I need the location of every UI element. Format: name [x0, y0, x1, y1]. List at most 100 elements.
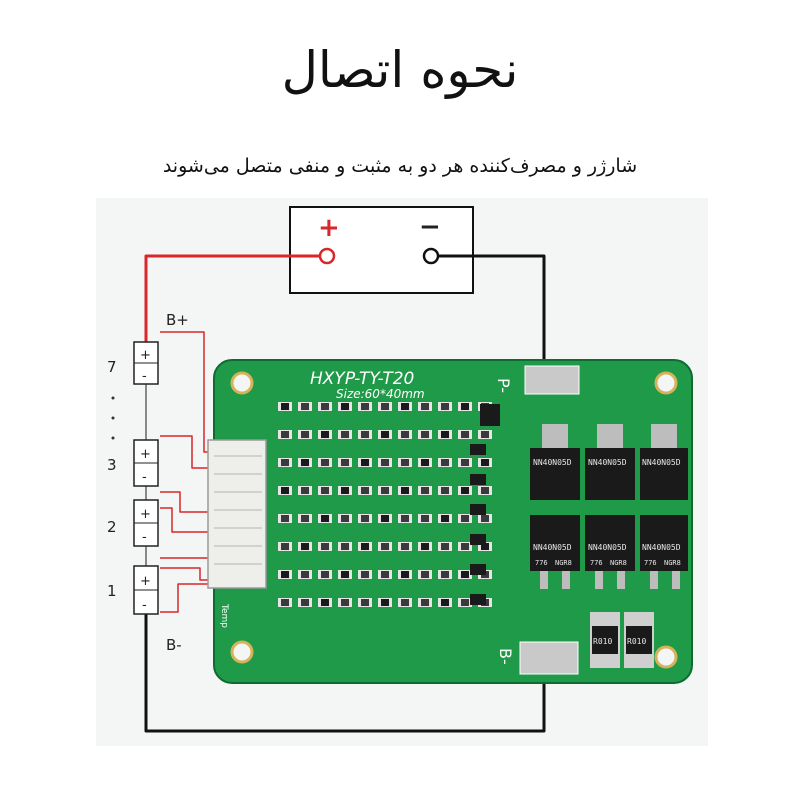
- cell-label-7: 7: [107, 358, 117, 376]
- smd-part-body: [301, 515, 309, 522]
- p-minus-label: P-: [494, 378, 513, 393]
- mosfet-text: 776: [590, 559, 603, 567]
- smd-part-body: [281, 571, 289, 578]
- smd-part-body: [441, 431, 449, 438]
- battery-stack: + - + - + - + -: [111, 341, 159, 615]
- smd-part-body: [321, 431, 329, 438]
- smd-part-body: [281, 431, 289, 438]
- smd-part-body: [441, 459, 449, 466]
- smd-part-body: [441, 599, 449, 606]
- smd-part-body: [381, 599, 389, 606]
- smd-part-body: [281, 543, 289, 550]
- smd-part-body: [421, 543, 429, 550]
- smd-part-body: [481, 431, 489, 438]
- balance-wire: [160, 507, 238, 533]
- smd-part-body: [301, 459, 309, 466]
- smd-part-body: [341, 459, 349, 466]
- mount-hole: [230, 371, 254, 395]
- smd-part-body: [301, 571, 309, 578]
- smd-part-body: [401, 515, 409, 522]
- mosfet-text: NN40N05D: [533, 458, 572, 467]
- smd-part-body: [461, 487, 469, 494]
- smd-part-body: [461, 571, 469, 578]
- resistor-text: R010: [593, 637, 612, 646]
- smd-part-body: [441, 403, 449, 410]
- load-box: [289, 206, 474, 294]
- smd-part-body: [301, 599, 309, 606]
- smd-part-body: [421, 459, 429, 466]
- transistor: [470, 564, 486, 575]
- wire-b-plus: [144, 254, 320, 342]
- smd-part-body: [281, 599, 289, 606]
- balance-connector: [207, 439, 267, 589]
- cell-minus: -: [142, 530, 147, 545]
- smd-part-body: [321, 487, 329, 494]
- smd-part-body: [401, 431, 409, 438]
- smd-part-body: [461, 599, 469, 606]
- smd-part-body: [481, 543, 489, 550]
- mosfet-top-1: NN40N05D: [530, 424, 580, 500]
- p-minus-pad: [524, 365, 580, 395]
- smd-part-body: [401, 543, 409, 550]
- smd-part-body: [361, 403, 369, 410]
- smd-part-body: [361, 571, 369, 578]
- board-size: Size:60*40mm: [336, 387, 425, 401]
- smd-part-body: [401, 571, 409, 578]
- b-plus-label: B+: [166, 311, 189, 329]
- mosfet-text: 776: [644, 559, 657, 567]
- smd-part-body: [381, 431, 389, 438]
- smd-part-body: [381, 487, 389, 494]
- smd-part-body: [301, 403, 309, 410]
- smd-part-body: [321, 543, 329, 550]
- page-title: نحوه اتصال: [281, 41, 519, 99]
- smd-part-body: [341, 571, 349, 578]
- smd-part-body: [281, 459, 289, 466]
- smd-part-body: [321, 599, 329, 606]
- smd-part-body: [341, 543, 349, 550]
- smd-part-body: [321, 571, 329, 578]
- mosfet-text: NGR8: [610, 559, 627, 567]
- mosfet-bottom-3: NN40N05D NGR8 776: [640, 515, 688, 589]
- smd-part-body: [381, 459, 389, 466]
- smd-part-body: [361, 431, 369, 438]
- board-model: HXYP-TY-T20: [310, 369, 414, 389]
- smd-part-body: [281, 487, 289, 494]
- wire-b-minus: [144, 614, 546, 733]
- mosfet-text: NN40N05D: [588, 543, 627, 552]
- mount-hole: [654, 371, 678, 395]
- load-plus-terminal: [318, 247, 336, 265]
- b-minus-pad-label: B-: [496, 648, 515, 665]
- smd-part-body: [361, 487, 369, 494]
- mosfet-bottom-1: NN40N05D NGR8 776: [530, 515, 580, 589]
- smd-part-body: [381, 571, 389, 578]
- smd-part-body: [421, 515, 429, 522]
- cell-minus: -: [142, 470, 147, 485]
- smd-part-body: [481, 459, 489, 466]
- transistor: [470, 444, 486, 455]
- smd-part-body: [361, 459, 369, 466]
- mosfet-text: NN40N05D: [588, 458, 627, 467]
- b-minus-pad: [519, 641, 579, 675]
- resistor-text: R010: [627, 637, 646, 646]
- load-plus-sign: +: [318, 213, 340, 243]
- transistor: [470, 504, 486, 515]
- mosfet-text: 776: [535, 559, 548, 567]
- smd-part-body: [421, 571, 429, 578]
- smd-part-body: [281, 403, 289, 410]
- cell-plus: +: [140, 574, 151, 589]
- cell-7: + -: [133, 341, 159, 385]
- mount-hole: [654, 645, 678, 669]
- mosfet-text: NN40N05D: [642, 458, 681, 467]
- mosfet-text: NGR8: [664, 559, 681, 567]
- transistor: [470, 534, 486, 545]
- transistor: [470, 474, 486, 485]
- mosfet-bottom-2: NN40N05D NGR8 776: [585, 515, 635, 589]
- cell-3: + -: [133, 439, 159, 487]
- smd-part-body: [481, 515, 489, 522]
- mosfet-text: NN40N05D: [642, 543, 681, 552]
- smd-part-body: [461, 515, 469, 522]
- smd-part-body: [281, 515, 289, 522]
- smd-part-body: [441, 515, 449, 522]
- smd-part-body: [381, 543, 389, 550]
- mosfet-top-3: NN40N05D: [640, 424, 688, 500]
